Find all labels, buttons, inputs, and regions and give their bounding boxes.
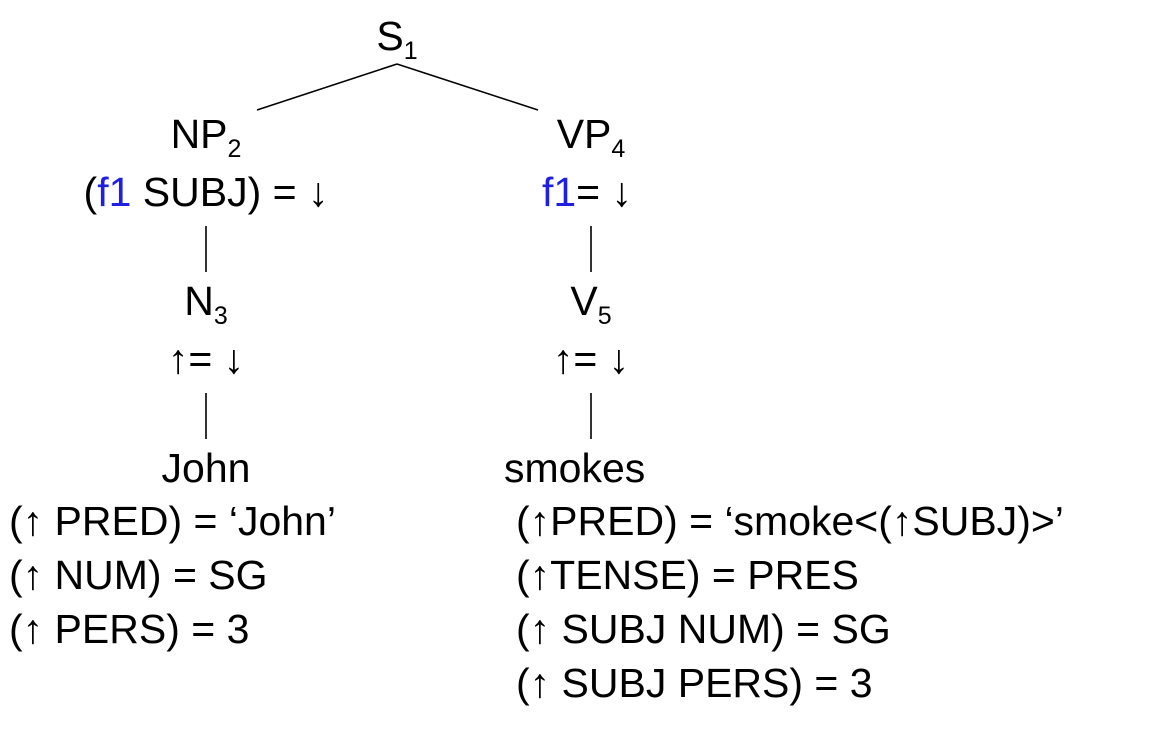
node-n-annotation: ↑= ↓: [167, 336, 245, 382]
node-vp: VP4: [556, 111, 626, 162]
node-n-index: 3: [213, 302, 228, 330]
node-v-label: V: [570, 278, 598, 324]
node-v-annotation: ↑= ↓: [552, 336, 630, 382]
node-n-label: N: [184, 278, 214, 324]
word-john: John: [161, 445, 251, 491]
node-s: S1: [376, 13, 417, 64]
edge-s-vp: [396, 63, 539, 111]
node-s-label: S: [376, 13, 404, 59]
smokes-equation-pred: (↑PRED) = ‘smoke<(↑SUBJ)>’: [516, 498, 1064, 544]
f1-variable: f1: [541, 169, 577, 215]
node-np: NP2: [170, 111, 242, 162]
node-v-index: 5: [597, 302, 612, 330]
node-vp-index: 4: [611, 135, 626, 163]
smokes-equation-tense: (↑TENSE) = PRES: [516, 552, 859, 598]
john-equation-pred: (↑ PRED) = ‘John’: [9, 498, 336, 544]
node-n: N3: [184, 278, 228, 329]
smokes-equation-subj-num: (↑ SUBJ NUM) = SG: [516, 606, 891, 652]
john-equation-num: (↑ NUM) = SG: [9, 552, 268, 598]
node-vp-label: VP: [556, 111, 612, 157]
node-np-index: 2: [227, 135, 242, 163]
node-s-index: 1: [403, 37, 418, 65]
node-v: V5: [570, 278, 611, 329]
f1-variable: f1: [97, 169, 132, 215]
edge-s-np: [256, 63, 398, 111]
john-equation-pers: (↑ PERS) = 3: [9, 606, 250, 652]
smokes-equation-subj-pers: (↑ SUBJ PERS) = 3: [516, 660, 873, 706]
word-smokes: smokes: [504, 445, 646, 491]
node-np-label: NP: [170, 111, 228, 157]
node-np-annotation: (f1 SUBJ) = ↓: [83, 169, 329, 215]
node-vp-annotation: f1= ↓: [541, 169, 633, 215]
